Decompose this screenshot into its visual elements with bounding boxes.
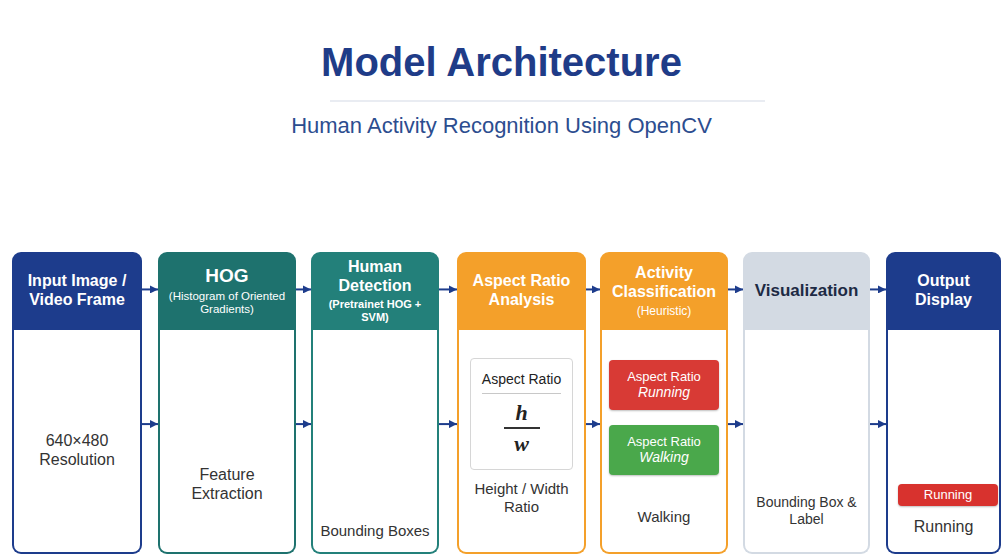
stage-title: Visualization	[748, 281, 865, 301]
stage-subtitle: (Pretrainet HOG + SVM)	[316, 298, 434, 324]
stage-caption: Bounding Boxes	[313, 522, 437, 540]
stage-caption: Feature Extraction	[160, 466, 294, 504]
stage-card: RunningRunning	[886, 330, 1001, 554]
stage-header: Activity Classification (Heuristic)	[600, 252, 728, 330]
subtitle: Human Activity Recognition Using OpenCV	[0, 113, 1003, 139]
flow-arrow	[296, 423, 311, 425]
flow-arrow	[586, 288, 600, 290]
flow-arrow	[296, 288, 311, 290]
stage-caption: Height / Width Ratio	[459, 480, 584, 515]
stage-title: Input Image / Video Frame	[17, 272, 137, 310]
flow-arrow	[728, 423, 743, 425]
stage-header: HOG (Histogram of Oriented Gradients)	[158, 252, 296, 330]
stage-caption: Bounding Box & Label	[745, 494, 868, 527]
stage-title: Human Detection	[316, 258, 434, 296]
flow-arrow	[439, 423, 457, 425]
stage-header: Aspect Ratio Analysis	[457, 252, 586, 330]
stage-card: Height / Width Ratio Aspect Ratio hw	[457, 330, 586, 554]
flow-arrow	[728, 288, 743, 290]
stage-header: Human Detection(Pretrainet HOG + SVM)	[311, 252, 439, 330]
flow-arrow	[142, 423, 158, 425]
stage-card: WalkingAspect RatioRunningAspect RatioWa…	[600, 330, 728, 554]
stage-title: Activity Classification	[605, 264, 723, 302]
box-text: w	[504, 431, 540, 457]
box-text: Walking	[613, 449, 715, 466]
ratio-formula-box: Aspect Ratio hw	[470, 358, 573, 470]
diagram-title: Model Architecture	[0, 40, 1003, 85]
box-text: Aspect Ratio	[613, 369, 715, 384]
stage-header: Output Display	[886, 252, 1001, 330]
stage-card: 640×480 Resolution	[12, 330, 142, 554]
stage-card: Bounding Boxes	[311, 330, 439, 554]
box-text: Aspect Ratio	[613, 434, 715, 449]
activity-label-tag: Running	[898, 484, 998, 506]
stage-card: Bounding Box & Label	[743, 330, 870, 554]
flow-arrow	[439, 288, 457, 290]
box-text: Aspect Ratio	[482, 371, 562, 395]
flow-arrow	[142, 288, 158, 290]
stage-title: Output Display	[891, 272, 996, 310]
stage-caption: Running	[888, 518, 999, 537]
stage-card: Feature Extraction	[158, 330, 296, 554]
box-text: Running	[613, 384, 715, 401]
title-rule	[330, 101, 765, 102]
box-text: Running	[902, 487, 994, 502]
running-rule-box: Aspect RatioRunning	[609, 360, 719, 410]
title-rule	[330, 100, 765, 102]
walking-rule-box: Aspect RatioWalking	[609, 425, 719, 475]
box-text: h	[504, 400, 540, 429]
stage-title: HOG	[163, 265, 291, 287]
stage-title: Aspect Ratio Analysis	[462, 272, 581, 310]
stage-subtitle: (Histogram of Oriented Gradients)	[163, 290, 291, 317]
stage-subtitle: (Heuristic)	[605, 304, 723, 318]
flow-arrow	[870, 423, 886, 425]
flow-arrow	[586, 423, 600, 425]
flow-arrow	[870, 288, 886, 290]
stage-caption: 640×480 Resolution	[14, 432, 140, 470]
stage-header: Input Image / Video Frame	[12, 252, 142, 330]
stage-header: Visualization	[743, 252, 870, 330]
stage-caption: Walking	[602, 508, 726, 526]
